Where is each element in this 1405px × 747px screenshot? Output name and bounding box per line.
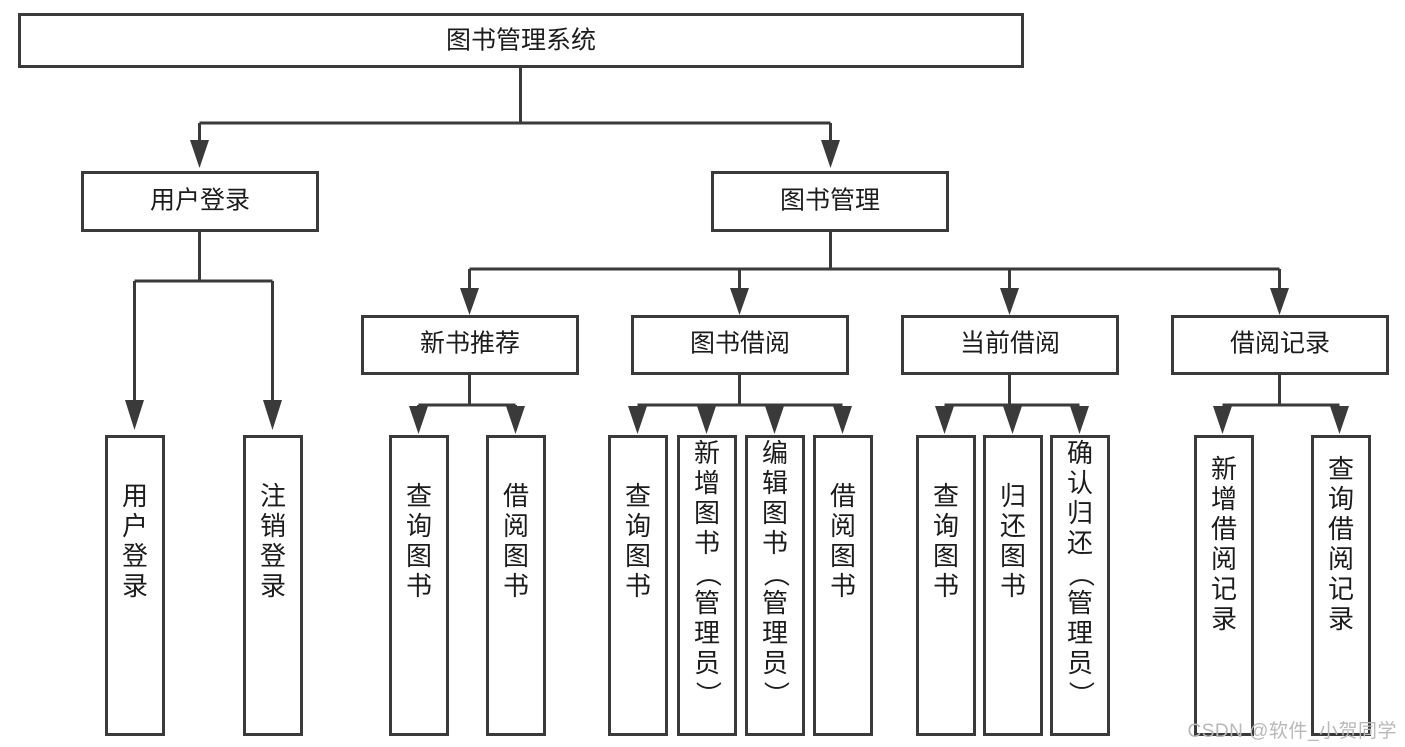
node-leaf-borrow-add-book[interactable]: 新增图书管理员 （ ） xyxy=(677,435,737,736)
node-user-login[interactable]: 用户登录 xyxy=(81,171,319,232)
node-leaf-borrow-borrow-book-label: 借阅图书 xyxy=(830,481,856,601)
arrow-head-icon xyxy=(190,140,209,168)
vertical-paren-glyph: ） xyxy=(693,681,723,707)
node-leaf-borrow-edit-book-box[interactable] xyxy=(745,435,805,736)
node-user-login-box[interactable] xyxy=(81,171,319,232)
node-leaf-user-login-box[interactable] xyxy=(105,435,165,736)
node-leaf-recommend-query-book-box[interactable] xyxy=(389,435,449,736)
arrow-head-icon xyxy=(730,288,749,315)
node-new-book-recommend[interactable]: 新书推荐 xyxy=(361,315,579,375)
arrow-head-icon xyxy=(1003,406,1022,434)
arrow-head-icon xyxy=(409,406,428,434)
node-leaf-borrow-borrow-book[interactable]: 借阅图书 xyxy=(813,435,873,736)
node-leaf-recommend-query-book-label: 查询图书 xyxy=(406,481,432,601)
arrow-head-icon xyxy=(765,406,784,434)
node-book-borrow-label: 图书借阅 xyxy=(690,330,790,358)
node-leaf-current-return-book[interactable]: 归还图书 xyxy=(983,435,1043,736)
node-leaf-borrow-query-book-label: 查询图书 xyxy=(625,481,651,601)
arrow-head-icon xyxy=(833,406,852,434)
arrow-head-icon xyxy=(628,406,647,434)
node-new-book-recommend-box[interactable] xyxy=(361,315,579,375)
node-leaf-borrow-edit-book[interactable]: 编辑图书管理员 （ ） xyxy=(745,435,805,736)
node-leaf-logout-box[interactable] xyxy=(243,435,303,736)
arrow-head-icon xyxy=(1270,288,1289,315)
arrow-head-icon xyxy=(1213,406,1232,434)
node-leaf-logout[interactable]: 注销登录 xyxy=(243,435,303,736)
arrow-head-icon xyxy=(1070,406,1089,434)
vertical-paren-glyph: ） xyxy=(1066,681,1096,707)
node-leaf-current-query-book-label: 查询图书 xyxy=(933,481,959,601)
arrow-head-icon xyxy=(1330,406,1349,434)
node-borrow-record-box[interactable] xyxy=(1171,315,1389,375)
node-leaf-record-query-label: 查询借阅记录 xyxy=(1328,454,1354,634)
node-leaf-record-add-label: 新增借阅记录 xyxy=(1211,454,1237,634)
node-book-management-box[interactable] xyxy=(711,171,949,232)
node-book-borrow[interactable]: 图书借阅 xyxy=(631,315,849,375)
watermark-text: CSDN @软件_小贺同学 xyxy=(1187,721,1397,742)
node-leaf-borrow-add-book-label: 新增图书管理员 xyxy=(694,438,720,678)
node-leaf-current-confirm-return-label: 确认归还管理员 xyxy=(1067,438,1093,678)
node-leaf-record-add-box[interactable] xyxy=(1194,435,1254,736)
node-leaf-current-confirm-return-box[interactable] xyxy=(1050,435,1110,736)
node-new-book-recommend-label: 新书推荐 xyxy=(420,330,520,358)
arrow-head-icon xyxy=(460,288,479,315)
node-borrow-record-label: 借阅记录 xyxy=(1230,330,1330,358)
node-leaf-user-login[interactable]: 用户登录 xyxy=(105,435,165,736)
arrow-head-icon xyxy=(1000,288,1019,315)
node-leaf-current-confirm-return[interactable]: 确认归还管理员 （ ） xyxy=(1050,435,1110,736)
arrow-head-icon xyxy=(821,140,840,168)
node-leaf-current-return-book-label: 归还图书 xyxy=(1000,481,1026,601)
arrow-head-icon xyxy=(935,406,954,434)
vertical-paren-glyph: （ xyxy=(1066,561,1096,587)
node-root-label: 图书管理系统 xyxy=(446,27,596,55)
node-leaf-borrow-query-book-box[interactable] xyxy=(608,435,668,736)
node-leaf-current-query-book-box[interactable] xyxy=(916,435,976,736)
node-leaf-record-query-box[interactable] xyxy=(1311,435,1371,736)
node-root-box[interactable] xyxy=(18,13,1024,68)
arrow-head-icon xyxy=(263,400,282,430)
connector-group xyxy=(125,67,1349,434)
arrow-head-icon xyxy=(697,406,716,434)
node-leaf-recommend-borrow-book[interactable]: 借阅图书 xyxy=(486,435,546,736)
node-current-borrow[interactable]: 当前借阅 xyxy=(901,315,1119,375)
node-leaf-borrow-edit-book-label: 编辑图书管理员 xyxy=(762,438,788,678)
vertical-paren-glyph: ） xyxy=(761,681,791,707)
node-leaf-logout-label: 注销登录 xyxy=(260,481,286,601)
node-leaf-record-add[interactable]: 新增借阅记录 xyxy=(1194,435,1254,736)
node-book-borrow-box[interactable] xyxy=(631,315,849,375)
node-book-management-label: 图书管理 xyxy=(780,187,880,215)
node-leaf-recommend-borrow-book-label: 借阅图书 xyxy=(503,481,529,601)
node-leaf-borrow-borrow-book-box[interactable] xyxy=(813,435,873,736)
vertical-paren-glyph: （ xyxy=(761,561,791,587)
node-leaf-borrow-query-book[interactable]: 查询图书 xyxy=(608,435,668,736)
node-root[interactable]: 图书管理系统 xyxy=(18,13,1024,68)
arrow-head-icon xyxy=(125,400,144,430)
node-user-login-label: 用户登录 xyxy=(150,187,250,215)
node-borrow-record[interactable]: 借阅记录 xyxy=(1171,315,1389,375)
node-leaf-recommend-query-book[interactable]: 查询图书 xyxy=(389,435,449,736)
node-book-management[interactable]: 图书管理 xyxy=(711,171,949,232)
node-leaf-record-query[interactable]: 查询借阅记录 xyxy=(1311,435,1371,736)
node-leaf-borrow-add-book-box[interactable] xyxy=(677,435,737,736)
node-leaf-current-query-book[interactable]: 查询图书 xyxy=(916,435,976,736)
node-leaf-recommend-borrow-book-box[interactable] xyxy=(486,435,546,736)
node-leaf-current-return-book-box[interactable] xyxy=(983,435,1043,736)
node-current-borrow-box[interactable] xyxy=(901,315,1119,375)
vertical-paren-glyph: （ xyxy=(693,561,723,587)
node-leaf-user-login-label: 用户登录 xyxy=(122,481,148,601)
node-current-borrow-label: 当前借阅 xyxy=(960,330,1060,358)
arrow-head-icon xyxy=(506,406,525,434)
